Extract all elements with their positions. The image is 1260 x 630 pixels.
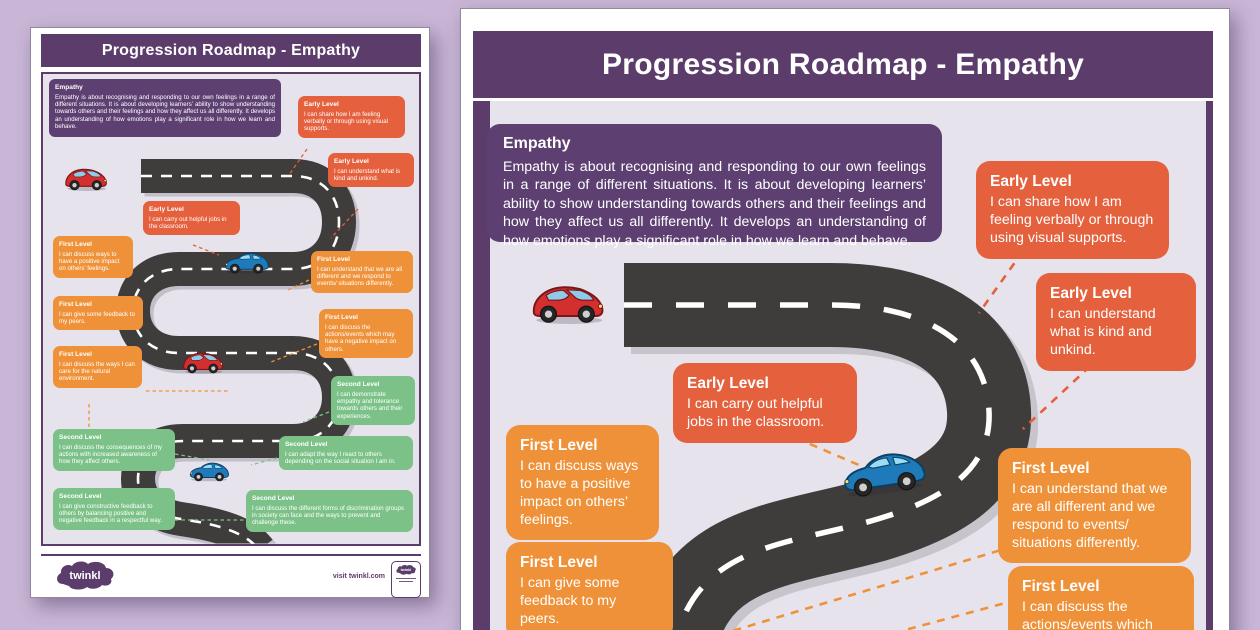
red-car-icon <box>529 278 607 326</box>
poster-zoomed-page[interactable]: Progression Roadmap - Empathy <box>460 8 1230 630</box>
quality-badge <box>391 561 421 598</box>
red-car-icon <box>181 348 225 375</box>
twinkl-badge-cloud-icon <box>395 564 417 576</box>
red-car-icon <box>63 164 109 192</box>
blue-car-icon <box>188 458 230 483</box>
blue-car-icon <box>223 248 270 275</box>
footer-divider <box>41 554 421 556</box>
empathy-text: Empathy is about recognising and respond… <box>55 93 275 131</box>
empathy-description-box-large: Empathy Empathy is about recognising and… <box>487 124 942 249</box>
poster-title: Progression Roadmap - Empathy <box>41 34 421 67</box>
empathy-text: Empathy is about recognising and respond… <box>503 158 926 249</box>
roadmap-road-graphic-large <box>583 250 1102 630</box>
visit-link[interactable]: visit twinkl.com <box>332 573 385 580</box>
poster-title-large: Progression Roadmap - Empathy <box>473 31 1213 98</box>
poster-thumbnail-page[interactable]: Progression Roadmap - Empathy <box>30 27 430 598</box>
twinkl-logo <box>53 560 117 592</box>
empathy-description-box: Empathy Empathy is about recognising and… <box>49 79 281 137</box>
empathy-heading: Empathy <box>503 135 571 152</box>
empathy-heading: Empathy <box>55 84 83 91</box>
